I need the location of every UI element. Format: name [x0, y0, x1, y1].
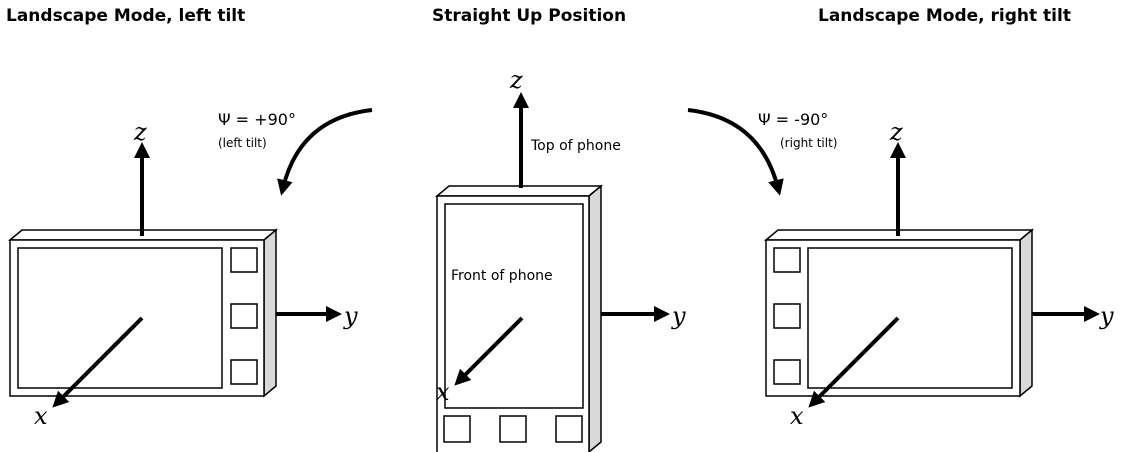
left-x-label: x: [34, 402, 48, 430]
center-x-label: x: [436, 378, 450, 406]
front-of-phone-label: Front of phone: [451, 268, 553, 284]
right-phone-button-3: [773, 359, 801, 385]
right-phone-button-2: [773, 303, 801, 329]
right-panel-title: Landscape Mode, right tilt: [818, 6, 1071, 26]
left-phone-button-2: [230, 303, 258, 329]
center-phone-screen: [444, 203, 584, 409]
right-phone-button-1: [773, 247, 801, 273]
right-phone: [763, 228, 1035, 398]
center-y-label: y: [672, 302, 686, 330]
left-x-axis-arrow: [52, 316, 144, 408]
right-x-label: x: [790, 402, 804, 430]
right-phone-side-face: [1019, 228, 1033, 398]
right-angle-label: Ψ = -90°: [758, 110, 829, 129]
left-tilt-label: (left tilt): [218, 136, 267, 150]
right-rotation-arrow: [687, 108, 784, 196]
left-panel-title: Landscape Mode, left tilt: [6, 6, 246, 26]
left-z-label: z: [134, 118, 147, 146]
right-x-axis-arrow: [808, 316, 900, 408]
left-angle-label: Ψ = +90°: [218, 110, 296, 129]
center-phone-button-2: [499, 415, 527, 443]
right-y-label: y: [1100, 302, 1114, 330]
center-x-axis-arrow: [454, 316, 524, 386]
center-phone-button-1: [443, 415, 471, 443]
left-phone-button-3: [230, 359, 258, 385]
top-of-phone-label: Top of phone: [531, 138, 621, 154]
left-rotation-arrow: [277, 108, 373, 196]
right-phone-screen: [807, 247, 1013, 389]
right-tilt-label: (right tilt): [780, 136, 838, 150]
left-phone-side-face: [263, 228, 277, 398]
center-phone-side-face: [588, 184, 602, 452]
right-z-label: z: [890, 118, 903, 146]
left-phone: [7, 228, 279, 398]
left-phone-button-1: [230, 247, 258, 273]
center-z-label: z: [510, 66, 523, 94]
center-phone-button-3: [555, 415, 583, 443]
center-panel-title: Straight Up Position: [432, 6, 627, 26]
left-phone-screen: [17, 247, 223, 389]
left-y-label: y: [344, 302, 358, 330]
